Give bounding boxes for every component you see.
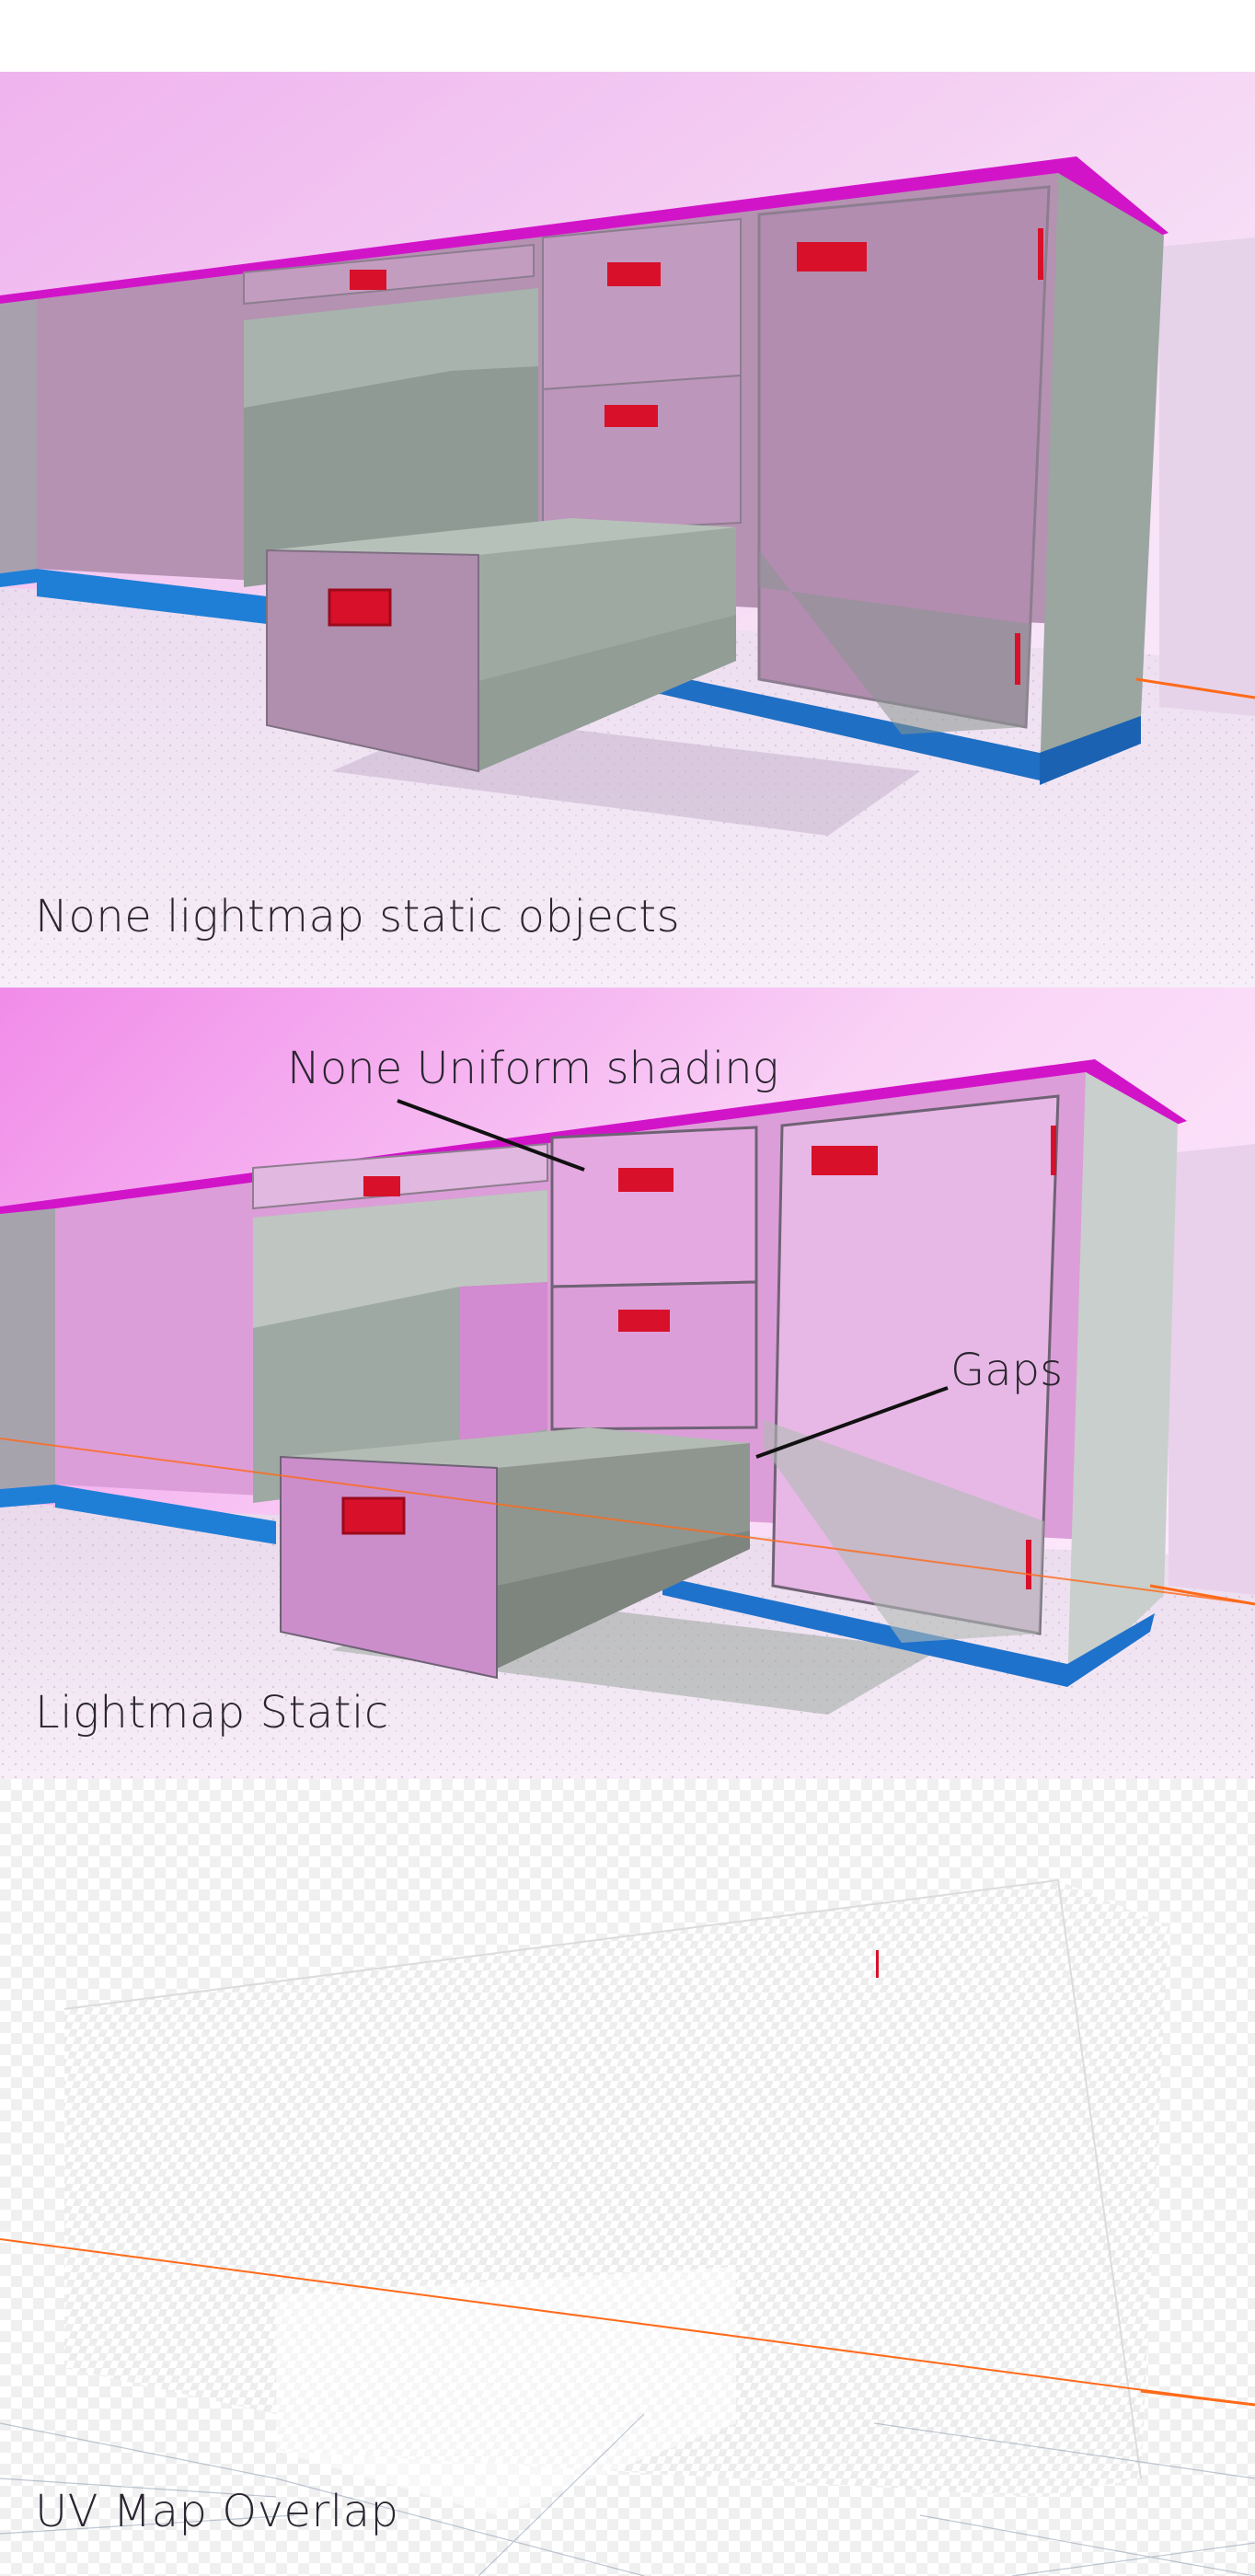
panel-caption: None lightmap static objects [35,891,681,942]
render-panel-lightmap-static: None Uniform shading Gaps Lightmap Stati… [0,988,1255,1779]
panel-caption: Lightmap Static [35,1687,389,1739]
uv-checker-render [0,1779,1255,2576]
cabinet-render-lightmap [0,988,1255,1779]
render-panel-unlit: None lightmap static objects [0,72,1255,988]
annotation-non-uniform-shading: None Uniform shading [287,1043,779,1094]
cabinet-render-unlit [0,72,1255,988]
render-panel-uv-overlap: UV Map Overlap [0,1779,1255,2576]
panel-caption: UV Map Overlap [35,2486,399,2537]
annotation-gaps: Gaps [950,1345,1064,1396]
